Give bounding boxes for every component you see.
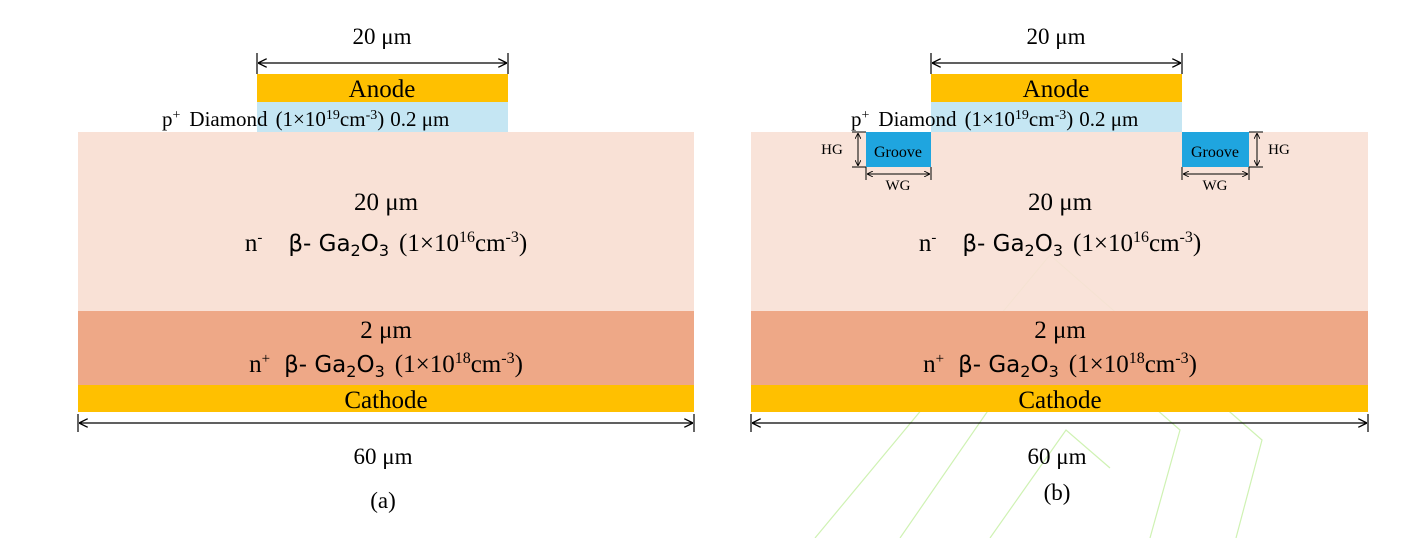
drift-doping-label: n-β- Ga2O3(1×1016cm-3) (919, 229, 1201, 260)
drift-thickness-label: 20 μm (354, 189, 419, 216)
cathode-label: Cathode (1018, 387, 1101, 414)
panel-a: 20 μm Anode p+Diamond(1×1019cm-3)0.2 μm … (77, 24, 695, 513)
n-minus-drift-layer (751, 132, 1368, 311)
substrate-doping-label: n+β- Ga2O3(1×1018cm-3) (923, 350, 1197, 381)
anode-width-label: 20 μm (1027, 24, 1086, 49)
substrate-thickness-label: 2 μm (1034, 317, 1086, 344)
hg-right-label: HG (1268, 142, 1290, 158)
n-minus-drift-layer (78, 132, 694, 311)
diamond-label: p+Diamond(1×1019cm-3)0.2 μm (851, 107, 1138, 131)
cathode-layer (751, 385, 1368, 412)
diamond-layer (257, 102, 508, 132)
n-plus-substrate-layer (751, 311, 1368, 385)
diamond-label: p+Diamond(1×1019cm-3)0.2 μm (162, 107, 449, 131)
cathode-label: Cathode (344, 387, 427, 414)
anode-width-label: 20 μm (353, 24, 412, 49)
substrate-thickness-label: 2 μm (360, 317, 412, 344)
groove-right-label: Groove (1191, 144, 1239, 161)
total-width-label: 60 μm (354, 444, 413, 469)
anode-label: Anode (349, 76, 416, 103)
n-plus-substrate-layer (78, 311, 694, 385)
panel-caption: (b) (1044, 480, 1071, 505)
hg-left-label: HG (821, 142, 843, 158)
groove-left (866, 132, 931, 167)
anode-layer (931, 74, 1182, 102)
diamond-layer (931, 102, 1182, 132)
wg-right-label: WG (1203, 178, 1228, 194)
substrate-doping-label: n+β- Ga2O3(1×1018cm-3) (249, 350, 523, 381)
drift-thickness-label: 20 μm (1028, 189, 1093, 216)
cathode-layer (78, 385, 694, 412)
wg-left-label: WG (886, 178, 911, 194)
panel-b: Groove Groove HG HG WG WG 20 μm Anode p+… (750, 24, 1369, 505)
drift-doping-label: n-β- Ga2O3(1×1016cm-3) (245, 229, 527, 260)
groove-right (1182, 132, 1249, 167)
anode-layer (257, 74, 508, 102)
anode-label: Anode (1023, 76, 1090, 103)
groove-left-label: Groove (874, 144, 922, 161)
panel-caption: (a) (370, 488, 396, 513)
total-width-label: 60 μm (1028, 444, 1087, 469)
